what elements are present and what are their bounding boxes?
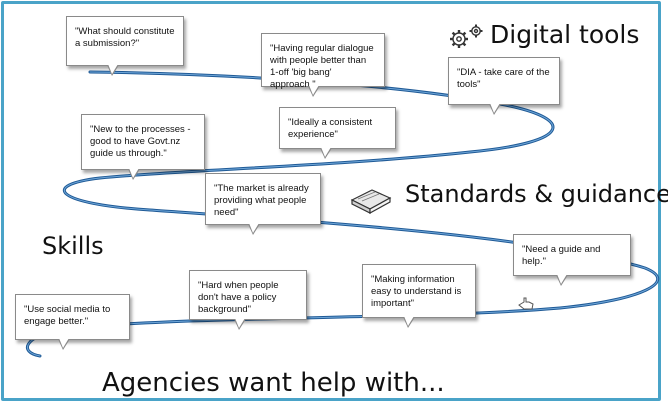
bubble-tail	[248, 223, 260, 235]
quote-bubble-market: "The market is already providing what pe…	[205, 173, 321, 235]
book-icon	[350, 189, 392, 214]
quote-text: "What should constitute a submission?"	[75, 26, 175, 49]
road-highlight	[27, 71, 659, 357]
quote-bubble-info-easy: "Making information easy to understand i…	[362, 264, 476, 328]
gears-icon	[450, 24, 483, 48]
quote-bubble-dia: "DIA - take care of the tools"	[448, 57, 560, 115]
bubble-tail	[489, 103, 501, 115]
quote-text: "Use social media to engage better."	[24, 304, 111, 327]
bubble-tail	[58, 338, 70, 350]
heading-digital-tools: Digital tools	[490, 20, 640, 49]
quote-text: "The market is already providing what pe…	[214, 183, 309, 218]
bubble-tail	[556, 274, 568, 286]
quote-bubble-guide: "Need a guide and help."	[513, 234, 631, 286]
heading-standards-guidance: Standards & guidance	[405, 180, 668, 208]
quote-text: "New to the processes - good to have Gov…	[90, 124, 191, 159]
bubble-tail	[403, 316, 415, 328]
quote-bubble-policy: "Hard when people don't have a policy ba…	[189, 270, 307, 330]
quote-text: "Making information easy to understand i…	[371, 274, 462, 309]
hand-cursor-icon	[518, 297, 534, 310]
quote-text: "Hard when people don't have a policy ba…	[198, 280, 279, 315]
heading-skills: Skills	[42, 232, 104, 260]
quote-text: "Ideally a consistent experience"	[288, 117, 373, 140]
quote-bubble-dialogue: "Having regular dialogue with people bet…	[261, 33, 385, 97]
quote-bubble-consistent: "Ideally a consistent experience"	[279, 107, 396, 159]
quote-bubble-new-processes: "New to the processes - good to have Gov…	[81, 114, 205, 180]
quote-text: "DIA - take care of the tools"	[457, 67, 550, 90]
quote-bubble-social-media: "Use social media to engage better."	[15, 294, 130, 350]
heading-agencies-want-help: Agencies want help with...	[102, 368, 445, 398]
bubble-tail	[128, 168, 140, 180]
quote-bubble-submission: "What should constitute a submission?"	[66, 16, 184, 76]
bubble-tail	[308, 85, 320, 97]
quote-text: "Having regular dialogue with people bet…	[270, 43, 374, 90]
bubble-tail	[234, 318, 246, 330]
bubble-tail	[320, 147, 332, 159]
quote-text: "Need a guide and help."	[522, 244, 601, 267]
bubble-tail	[107, 64, 119, 76]
